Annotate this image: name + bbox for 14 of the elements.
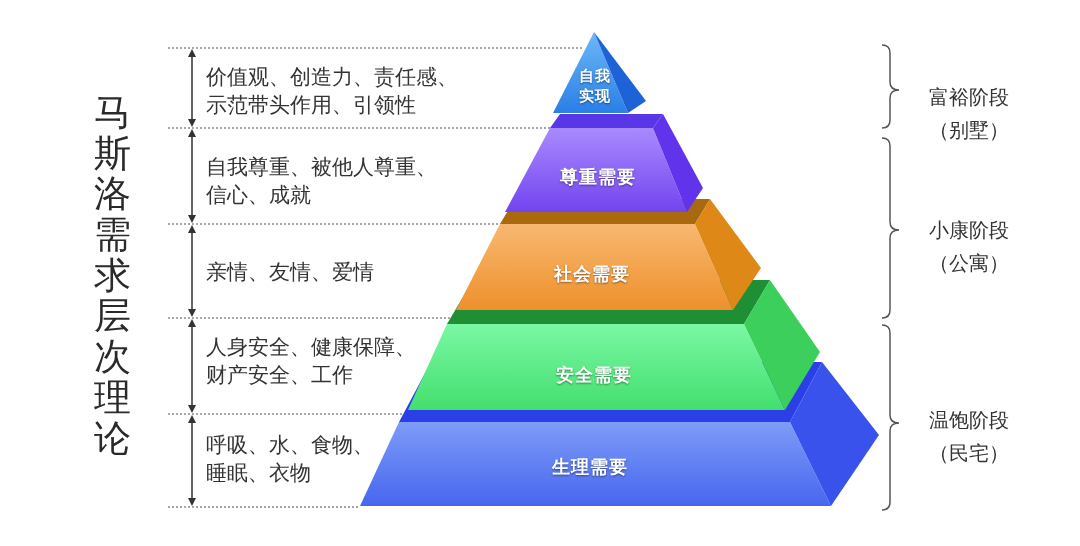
vertical-title: 马斯洛需求层次理论 — [94, 93, 131, 460]
stage-label: 富裕阶段（别墅） — [928, 84, 1010, 144]
level-description: 人身安全、健康保障、财产安全、工作 — [206, 334, 417, 389]
tier-label: 安全需要 — [556, 362, 632, 387]
tier-label: 生理需要 — [552, 454, 628, 479]
tier-label: 尊重需要 — [560, 164, 636, 189]
level-description: 价值观、创造力、责任感、示范带头作用、引领性 — [206, 64, 459, 119]
tier-label: 社会需要 — [554, 261, 630, 286]
level-description: 自我尊重、被他人尊重、信心、成就 — [206, 154, 438, 209]
level-description: 呼吸、水、食物、睡眠、衣物 — [206, 432, 375, 487]
stage-label: 小康阶段（公寓） — [928, 217, 1010, 277]
stage-label: 温饱阶段（民宅） — [928, 407, 1010, 467]
tier-label: 自我实现 — [578, 66, 612, 106]
level-description: 亲情、友情、爱情 — [206, 259, 375, 286]
